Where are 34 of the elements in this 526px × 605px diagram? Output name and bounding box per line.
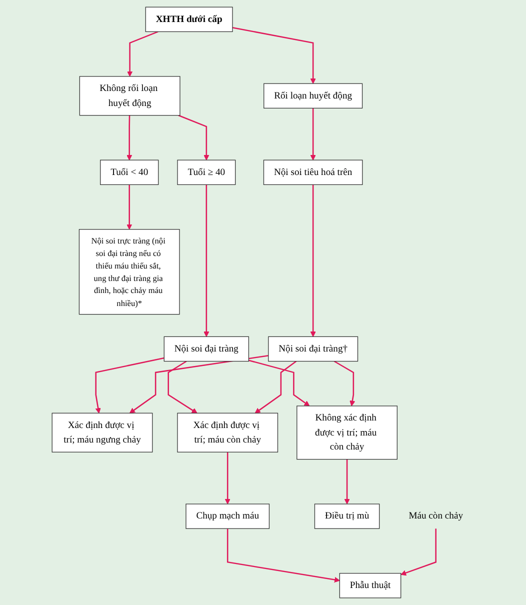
arrow [225, 452, 231, 504]
node-box: Không rối loạn huyết động [80, 76, 181, 116]
arrow [204, 184, 210, 337]
node-box: Chụp mạch máu [186, 504, 270, 529]
node-box: Xác định được vị trí; máu ngưng chảy [52, 412, 154, 452]
arrow [255, 360, 297, 414]
node-box: Nội soi đại tràng [164, 336, 250, 362]
arrow [310, 184, 316, 337]
node-box: Nội soi đại tràng† [268, 336, 358, 362]
arrow [168, 360, 198, 414]
arrow [344, 459, 350, 504]
arrow [334, 360, 356, 406]
arrow [126, 115, 132, 160]
node-box: Rối loạn huyết động [264, 83, 363, 108]
node-box: Tuổi ≥ 40 [178, 160, 236, 185]
node-box: Nội soi trực tràng (nội soi đại tràng nếu có thiếu máu thiếu sắt, ung thư đại tràng gia đình, hoặc chảy máu nhiều)* [79, 229, 180, 315]
node-box: Tuổi < 40 [100, 160, 159, 185]
arrow [232, 27, 316, 84]
node-box: Phẫu thuật [340, 572, 402, 598]
arrow [248, 360, 310, 406]
arrow [96, 357, 165, 414]
node-text: Máu còn chảy [409, 511, 464, 522]
arrow [310, 108, 316, 160]
arrow [127, 31, 159, 77]
node-box: Không xác định được vị trí; máu còn chảy [296, 406, 398, 460]
node-box: XHTH dưới cấp [146, 6, 234, 32]
node-box: Xác định được vị trí; máu còn chảy [177, 412, 278, 452]
arrow [400, 528, 437, 576]
node-box: Điều trị mù [314, 504, 380, 529]
node-box: Nội soi tiêu hoá trên [264, 160, 364, 185]
arrow [178, 114, 210, 160]
arrow [227, 528, 340, 582]
arrow [126, 184, 132, 230]
arrow [130, 354, 269, 414]
